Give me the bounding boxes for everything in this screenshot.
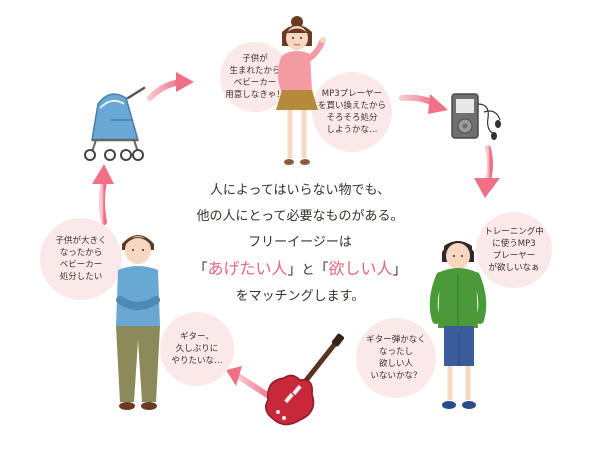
bubble-line: なったし <box>378 347 413 357</box>
arrow-top-right <box>399 94 448 114</box>
bubble-line: 子供が大きく <box>55 236 107 246</box>
bubble-line: ギター弾かなく <box>366 335 426 345</box>
bubble-man-baby: 子供が大きく なったから ベビーカー 処分したい <box>40 218 122 300</box>
guitar-icon <box>265 333 345 426</box>
bubble-line: が欲しいなぁ <box>488 263 540 273</box>
bubble-man-guitar: ギター、 久しぶりに やりたいな… <box>160 312 234 386</box>
bracket-close: 」 <box>392 262 407 278</box>
bubble-line: を買い換えたから <box>317 101 386 111</box>
bubble-line: ベビーカー <box>233 78 277 88</box>
message-line-5: をマッチングします。 <box>235 289 365 304</box>
bubble-line: 生まれたから <box>229 66 281 76</box>
bubble-boy-guitar: ギター弾かなく なったし 欲しい人 いないかな？ <box>356 318 436 398</box>
message-line-4: 「あげたい人」と「欲しい人」 <box>175 256 425 284</box>
bubble-line: 久しぶりに <box>175 344 219 354</box>
bracket-open: 「 <box>193 262 208 278</box>
bubble-line: そろそろ処分 <box>326 113 378 123</box>
stroller-icon <box>84 86 146 161</box>
bubble-line: ギター、 <box>180 332 214 342</box>
bubble-line: トレーニング中 <box>484 227 544 237</box>
connector: と <box>301 263 315 278</box>
bubble-line: 処分したい <box>59 272 103 282</box>
arrow-left-up <box>92 164 114 225</box>
boy-figure <box>429 241 487 409</box>
highlight-giver: あげたい人 <box>207 259 288 278</box>
bubble-line: やりたいな… <box>171 356 223 366</box>
bubble-line: 欲しい人 <box>378 359 413 369</box>
highlight-taker: 欲しい人 <box>328 259 393 278</box>
man-figure <box>116 235 160 410</box>
arrow-right-down <box>474 145 500 198</box>
center-message: 人によってはいらない物でも、 他の人にとって必要なものがある。 フリーイージーは… <box>175 178 425 310</box>
mp3-player-icon <box>451 93 501 140</box>
bubble-boy-mp3: トレーニング中 に使うMP3 プレーヤー が欲しいなぁ <box>476 212 552 288</box>
bubble-line: いないかな？ <box>370 371 422 381</box>
bubble-line: ベビーカー <box>59 260 103 270</box>
bubble-line: 子供が <box>242 54 268 64</box>
bracket-close: 」 <box>287 262 302 278</box>
bracket-open: 「 <box>314 262 329 278</box>
arrow-top-left <box>147 72 194 101</box>
message-line-1: 人によってはいらない物でも、 <box>209 183 391 198</box>
bubble-line: しようかな… <box>326 125 378 135</box>
bubble-line: に使うMP3 <box>492 239 536 249</box>
bubble-woman-mp3: MP3プレーヤー を買い換えたから そろそろ処分 しようかな… <box>312 72 392 152</box>
message-line-2: 他の人にとって必要なものがある。 <box>196 209 404 224</box>
bubble-line: 用意しなきゃ！ <box>225 90 285 100</box>
bubble-line: MP3プレーヤー <box>321 89 383 99</box>
bubble-line: プレーヤー <box>492 251 536 261</box>
bubble-line: なったから <box>59 248 103 258</box>
woman-figure <box>276 16 326 165</box>
message-line-3: フリーイージーは <box>248 235 352 250</box>
